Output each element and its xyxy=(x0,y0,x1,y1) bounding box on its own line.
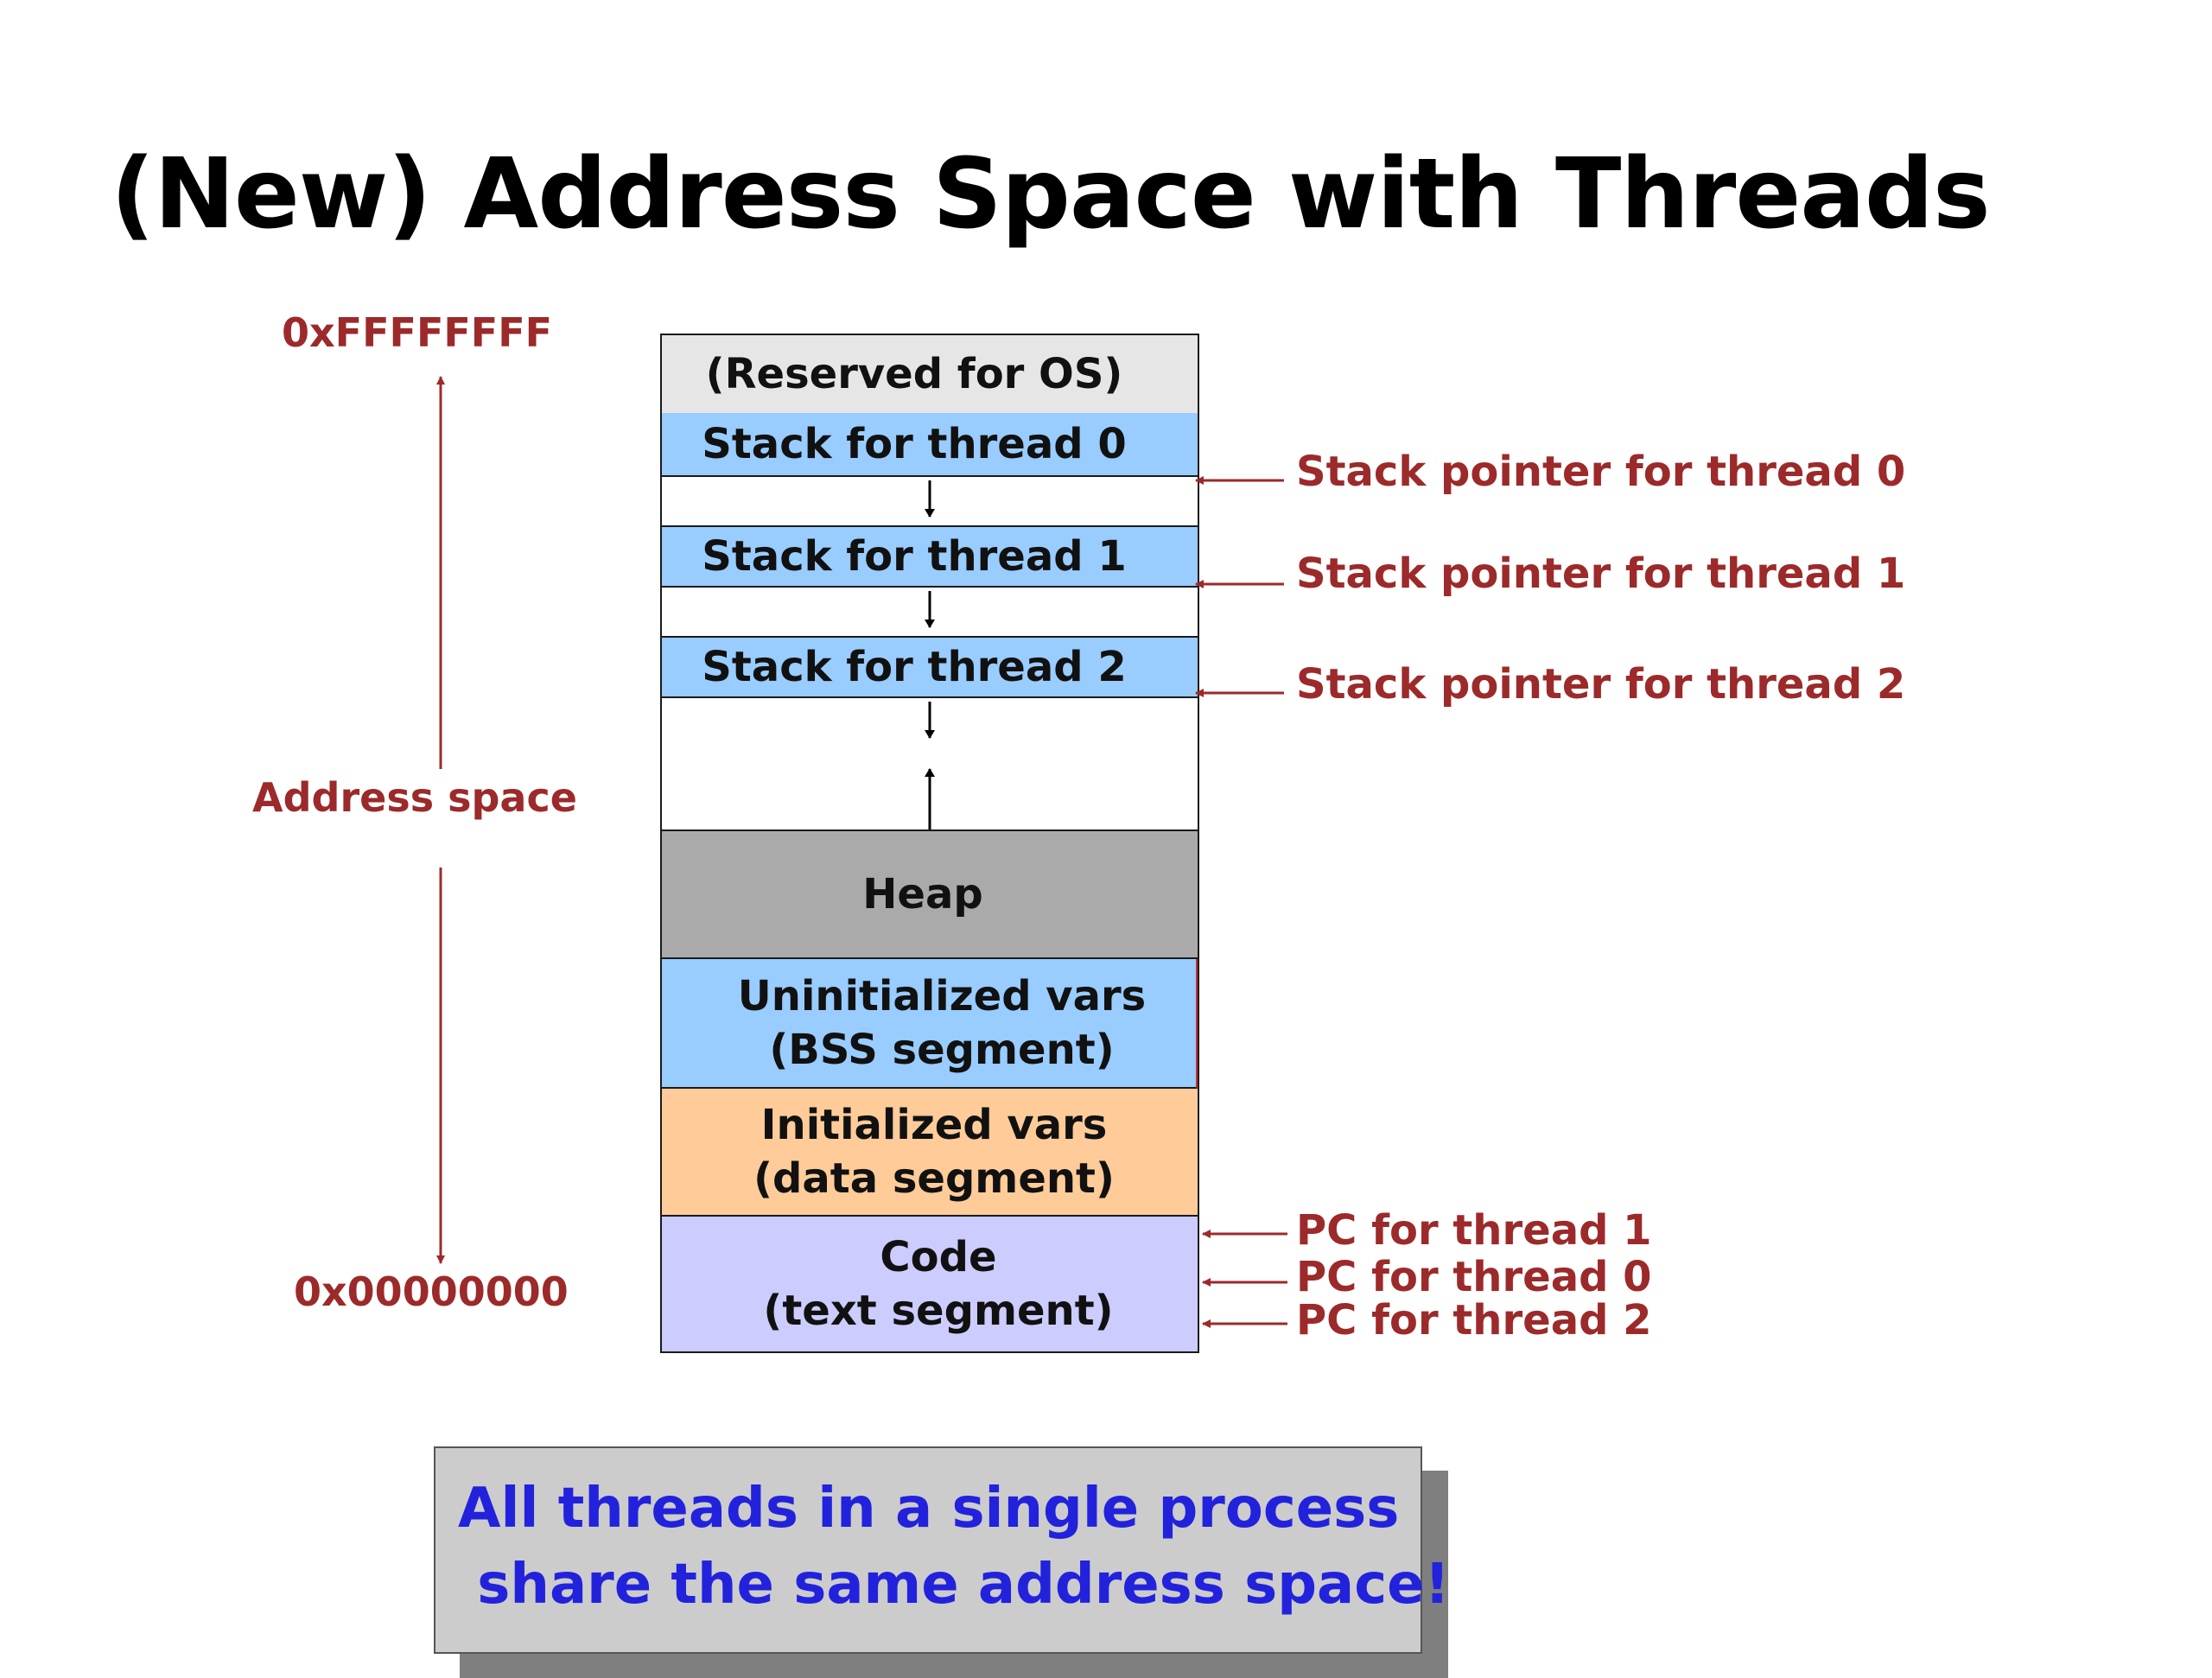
segment-heap-label: Heap xyxy=(862,869,983,918)
address-top-label: 0xFFFFFFFF xyxy=(282,309,553,356)
segment-bss-line1: Uninitialized vars xyxy=(737,971,1147,1020)
segment-data-text: Initialized vars (data segment) xyxy=(753,1098,1115,1206)
segment-heap: Heap xyxy=(662,831,1198,959)
sp2-label: Stack pointer for thread 2 xyxy=(1296,660,1906,709)
segment-data-line1: Initialized vars xyxy=(760,1100,1108,1149)
segment-bss: Uninitialized vars (BSS segment) xyxy=(662,959,1198,1089)
segment-bss-line2: (BSS segment) xyxy=(769,1026,1115,1074)
address-bottom-label: 0x00000000 xyxy=(294,1268,569,1315)
segment-code: Code (text segment) xyxy=(662,1217,1198,1351)
segment-stack1-label: Stack for thread 1 xyxy=(702,531,1127,581)
callout-box: All threads in a single process share th… xyxy=(434,1446,1450,1654)
segment-stack0-label: Stack for thread 0 xyxy=(702,419,1127,468)
segment-code-text: Code (text segment) xyxy=(763,1230,1113,1338)
segment-reserved-label: (Reserved for OS) xyxy=(705,349,1123,398)
address-space-label: Address space xyxy=(252,774,577,821)
segment-stack-thread-0: Stack for thread 0 xyxy=(662,413,1198,477)
segment-data: Initialized vars (data segment) xyxy=(662,1089,1198,1217)
segment-data-line2: (data segment) xyxy=(753,1154,1115,1203)
slide-title: (New) Address Space with Threads xyxy=(111,138,1991,251)
segment-stack-thread-2: Stack for thread 2 xyxy=(662,636,1198,698)
sp0-label: Stack pointer for thread 0 xyxy=(1296,448,1906,496)
segment-code-line1: Code xyxy=(880,1232,997,1281)
memory-layout: (Reserved for OS) Stack for thread 0 Sta… xyxy=(660,334,1199,1353)
callout-line2: share the same address space! xyxy=(458,1553,1450,1617)
segment-stack2-label: Stack for thread 2 xyxy=(702,642,1127,691)
segment-code-line2: (text segment) xyxy=(763,1287,1114,1335)
pc2-label: PC for thread 2 xyxy=(1296,1296,1652,1344)
callout-line1: All threads in a single process xyxy=(458,1477,1400,1541)
sp1-label: Stack pointer for thread 1 xyxy=(1296,550,1906,598)
segment-bss-text: Uninitialized vars (BSS segment) xyxy=(738,969,1146,1077)
pc0-label: PC for thread 0 xyxy=(1296,1253,1652,1301)
pc1-label: PC for thread 1 xyxy=(1296,1206,1652,1255)
segment-stack-thread-1: Stack for thread 1 xyxy=(662,525,1198,588)
